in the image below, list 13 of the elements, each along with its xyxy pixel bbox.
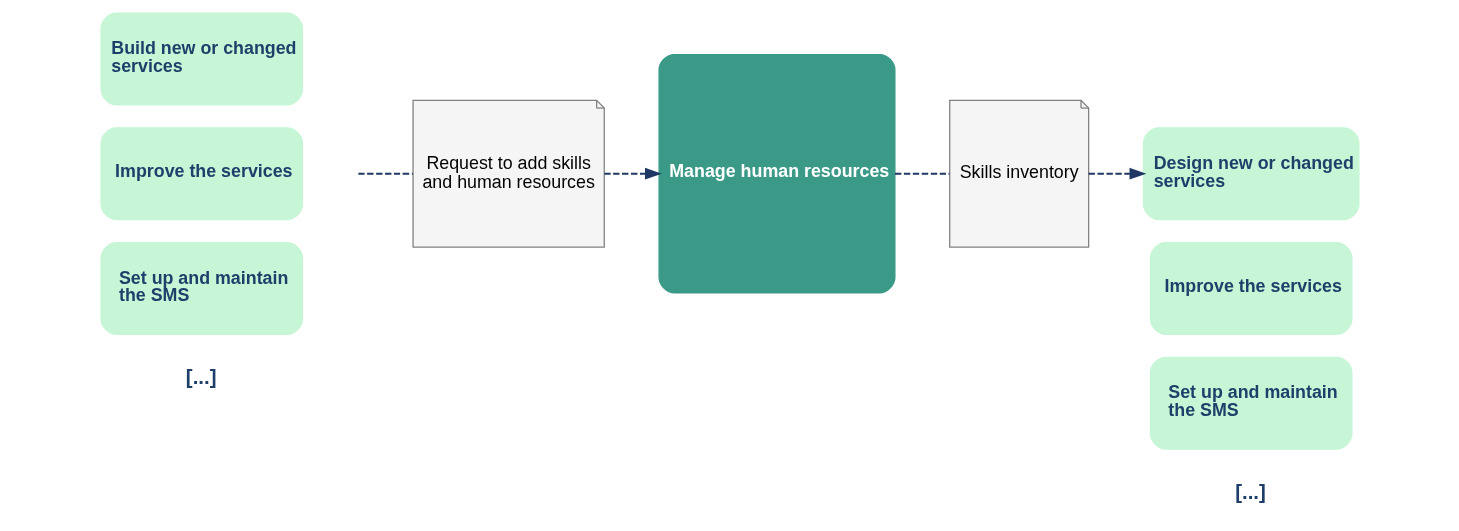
node-box: Set up and maintain the SMS — [1149, 356, 1353, 450]
connector — [357, 172, 413, 175]
node-box: Manage human resources — [657, 53, 896, 294]
arrow — [1088, 167, 1146, 180]
node-box: Build new or changed services — [99, 12, 303, 106]
connector — [894, 172, 949, 175]
arrow — [603, 167, 662, 180]
node-box: Improve the services — [99, 127, 303, 221]
label: [...] — [1234, 480, 1266, 503]
node-box: Design new or changed services — [1142, 127, 1360, 221]
node-box: Set up and maintain the SMS — [99, 241, 303, 335]
node-box: Improve the services — [1149, 241, 1353, 335]
label: [...] — [185, 365, 216, 388]
